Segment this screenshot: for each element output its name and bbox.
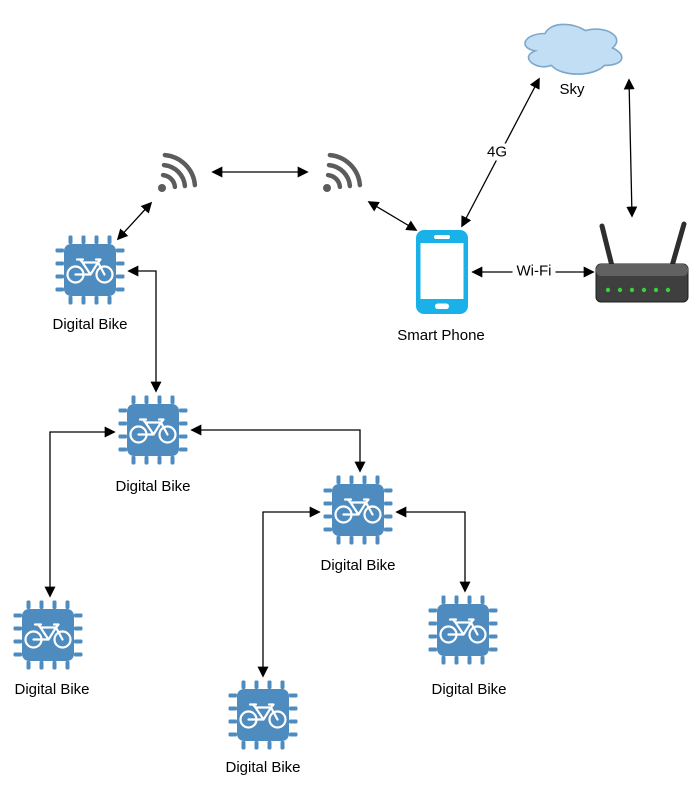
digital-bike-label-5: Digital Bike xyxy=(225,759,301,776)
smart-phone-label: Smart Phone xyxy=(397,327,485,344)
edge-wifi-phone xyxy=(367,201,418,231)
digital-bike-node-4 xyxy=(12,599,84,671)
router-antenna-left xyxy=(599,223,615,269)
phone-speaker-slot xyxy=(434,235,450,239)
digital-bike-label-3: Digital Bike xyxy=(320,557,396,574)
microchip-bicycle-icon xyxy=(117,394,189,466)
edge-bike1-bike2 xyxy=(127,265,162,393)
edge-bike2-bike4 xyxy=(44,426,116,598)
cloud-label: Sky xyxy=(559,81,585,98)
microchip-bicycle-icon xyxy=(322,474,394,546)
edge-label-wifi: Wi-Fi xyxy=(512,262,556,280)
microchip-bicycle-icon xyxy=(227,679,299,751)
phone-home-button xyxy=(435,303,449,309)
digital-bike-label-6: Digital Bike xyxy=(431,681,507,698)
cloud-node xyxy=(518,19,626,81)
digital-bike-node-2 xyxy=(117,394,189,466)
digital-bike-node-1 xyxy=(54,234,126,306)
phone-screen xyxy=(420,243,464,299)
microchip-bicycle-icon xyxy=(427,594,499,666)
microchip-bicycle-icon xyxy=(54,234,126,306)
microchip-bicycle-icon xyxy=(12,599,84,671)
wifi-signal-right-icon xyxy=(315,144,371,200)
smart-phone-node xyxy=(415,229,469,315)
router-antenna-right xyxy=(669,221,687,269)
edge-router-cloud xyxy=(623,78,638,218)
digital-bike-label-2: Digital Bike xyxy=(115,478,191,495)
router-led-lights xyxy=(605,287,671,293)
digital-bike-label-4: Digital Bike xyxy=(14,681,90,698)
digital-bike-node-3 xyxy=(322,474,394,546)
edge-bike2-bike3 xyxy=(190,424,366,473)
edge-bike3-bike6 xyxy=(395,506,471,593)
digital-bike-node-6 xyxy=(427,594,499,666)
edge-label-4g: 4G xyxy=(482,143,512,161)
wireless-router-node xyxy=(594,220,690,310)
cloud-icon xyxy=(524,23,623,75)
edge-bike3-bike5 xyxy=(257,506,321,678)
digital-bike-node-5 xyxy=(227,679,299,751)
wireless-router-icon xyxy=(595,221,689,303)
smartphone-icon xyxy=(416,230,468,314)
wifi-signal-left-icon xyxy=(150,144,206,200)
digital-bike-label-1: Digital Bike xyxy=(52,316,128,333)
edge-wifi-bike1 xyxy=(116,201,153,241)
